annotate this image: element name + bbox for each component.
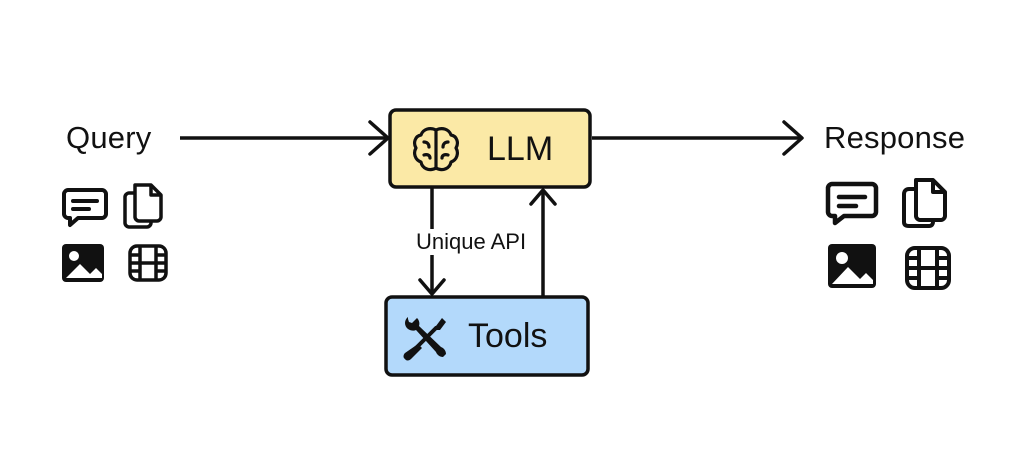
tools-box (384, 295, 590, 377)
response-video-icon (905, 246, 951, 290)
query-image-icon (62, 244, 104, 282)
query-to-llm-arrow (180, 120, 390, 156)
llm-to-response-arrow (592, 120, 804, 156)
llm-label: LLM (487, 130, 554, 168)
wrench-screwdriver-icon (403, 317, 446, 361)
response-image-icon (828, 244, 876, 288)
query-chat-icon (62, 188, 108, 227)
response-chat-icon (825, 181, 879, 226)
query-documents-icon (123, 183, 163, 229)
brain-icon (413, 127, 459, 172)
tools-label: Tools (468, 317, 548, 355)
query-label: Query (66, 120, 152, 155)
unique-api-label: Unique API (412, 229, 531, 255)
tools-to-llm-arrow (529, 188, 557, 296)
response-label: Response (824, 120, 966, 155)
response-documents-icon (902, 178, 947, 228)
query-video-icon (128, 244, 168, 282)
